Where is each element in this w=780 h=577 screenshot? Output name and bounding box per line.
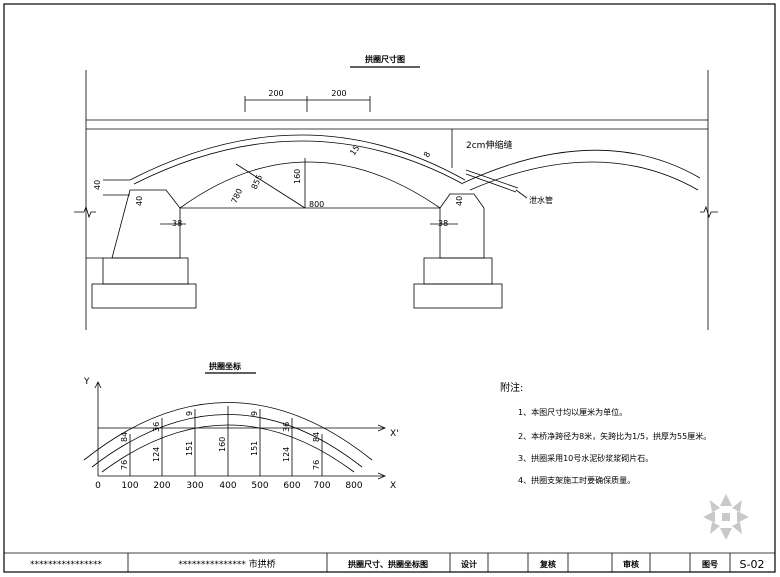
notes: 附注: 1、本图尺寸均以厘米为单位。 2、本桥净跨径为8米，矢跨比为1/5，拱厚… bbox=[500, 381, 711, 485]
right-footing-lower bbox=[413, 283, 503, 309]
upper-labels: 84 36 9 9 36 84 bbox=[120, 411, 321, 442]
ulabel-2: 36 bbox=[152, 422, 161, 432]
tb-sheet-label: 图号 bbox=[702, 560, 718, 569]
note-3: 3、拱圈采用10号水泥砂浆浆砌片石。 bbox=[518, 453, 653, 463]
vlabel-7: 76 bbox=[312, 460, 321, 470]
left-footing-lower bbox=[91, 283, 197, 309]
x-prime-label: X' bbox=[390, 429, 399, 439]
tb-review: 审核 bbox=[623, 559, 639, 569]
dim-left-40b: 40 bbox=[135, 196, 144, 206]
y-axis-label: Y bbox=[83, 377, 90, 387]
x-tick-500: 500 bbox=[251, 481, 268, 491]
next-arch-intrados bbox=[469, 161, 699, 191]
tb-design: 设计 bbox=[461, 559, 477, 569]
dim-right-40: 40 bbox=[455, 196, 464, 206]
notes-heading: 附注: bbox=[500, 381, 523, 394]
note-1: 1、本图尺寸均以厘米为单位。 bbox=[518, 407, 627, 417]
note-4: 4、拱圈支架施工时要确保质量。 bbox=[518, 475, 635, 485]
dim-r780: 780 bbox=[230, 187, 245, 205]
next-arch-extrados bbox=[462, 149, 701, 184]
vlabel-5: 151 bbox=[250, 441, 259, 456]
tb-project: **************** bbox=[30, 560, 103, 570]
x-tick-0: 0 bbox=[95, 481, 101, 491]
drain-leader bbox=[515, 189, 528, 199]
drain-label: 泄水管 bbox=[529, 195, 553, 205]
left-footing-upper bbox=[102, 257, 189, 285]
x-tick-100: 100 bbox=[121, 481, 138, 491]
radius-line bbox=[235, 163, 306, 209]
x-tick-300: 300 bbox=[186, 481, 203, 491]
dim-8: 8 bbox=[422, 150, 432, 159]
elevation-view: 拱圈尺寸图 200 200 泄水管 2cm伸缩缝 bbox=[74, 54, 718, 330]
vlabel-2: 124 bbox=[152, 447, 161, 462]
dim-right-38: 38 bbox=[438, 219, 448, 228]
coord-arch-mid bbox=[91, 414, 363, 468]
x-tick-200: 200 bbox=[153, 481, 170, 491]
x-tick-400: 400 bbox=[219, 481, 236, 491]
vlabel-3: 151 bbox=[185, 441, 194, 456]
drain-pipe-line bbox=[465, 169, 519, 189]
vlabel-1: 76 bbox=[120, 460, 129, 470]
tb-owner: *************** 市拱桥 bbox=[178, 558, 275, 570]
ulabel-5: 36 bbox=[282, 422, 291, 432]
vertical-labels: 76 124 151 160 151 124 76 bbox=[120, 437, 321, 470]
x-tick-600: 600 bbox=[283, 481, 300, 491]
arch-intrados bbox=[179, 161, 441, 209]
tb-drawing-name: 拱圈尺寸、拱圈坐标图 bbox=[348, 559, 428, 569]
coord-arch-outer bbox=[83, 402, 373, 461]
vlabel-6: 124 bbox=[282, 447, 291, 462]
elevation-title: 拱圈尺寸图 bbox=[365, 54, 405, 64]
coords-title: 拱圈坐标 bbox=[209, 361, 241, 371]
right-break-mark bbox=[700, 205, 718, 219]
coordinate-view: 拱圈坐标 Y X X' 0 100 200 300 400 50 bbox=[83, 361, 399, 491]
expansion-joint-label: 2cm伸缩缝 bbox=[466, 139, 512, 151]
y-axis-arrow bbox=[94, 381, 102, 389]
dim-200-right: 200 bbox=[331, 89, 346, 98]
dim-left-38: 38 bbox=[172, 219, 182, 228]
dim-15: 15 bbox=[348, 144, 361, 158]
dim-160: 160 bbox=[293, 169, 302, 184]
arch-extrados-top bbox=[129, 134, 466, 181]
vlabel-4: 160 bbox=[218, 437, 227, 452]
dim-span-800: 800 bbox=[309, 200, 324, 209]
dim-left-40a: 40 bbox=[93, 180, 102, 190]
coord-verticals bbox=[129, 406, 323, 476]
drain-pipe-line-2 bbox=[465, 173, 517, 193]
dim-200-left: 200 bbox=[268, 89, 283, 98]
x-tick-800: 800 bbox=[345, 481, 362, 491]
note-2: 2、本桥净跨径为8米，矢跨比为1/5，拱厚为55厘米。 bbox=[518, 431, 711, 441]
watermark-logo bbox=[703, 494, 749, 540]
x-tick-labels: 0 100 200 300 400 500 600 700 800 bbox=[95, 481, 363, 491]
x-tick-700: 700 bbox=[313, 481, 330, 491]
x-axis-label: X bbox=[390, 481, 396, 491]
x-prime-arrow bbox=[377, 424, 387, 432]
left-break-mark bbox=[74, 205, 96, 219]
title-block: **************** *************** 市拱桥 拱圈尺… bbox=[4, 552, 775, 572]
right-footing-upper bbox=[423, 257, 493, 285]
ulabel-6: 84 bbox=[312, 432, 321, 442]
ulabel-4: 9 bbox=[250, 411, 259, 416]
x-axis-arrow bbox=[377, 472, 387, 480]
tb-sheet-no: S-02 bbox=[740, 558, 765, 571]
ulabel-1: 84 bbox=[120, 432, 129, 442]
arch-extrados bbox=[133, 140, 464, 185]
ulabel-3: 9 bbox=[185, 411, 194, 416]
tb-check: 复核 bbox=[539, 559, 556, 569]
sheet-border bbox=[3, 3, 776, 573]
dim-r855: 855 bbox=[250, 173, 265, 191]
